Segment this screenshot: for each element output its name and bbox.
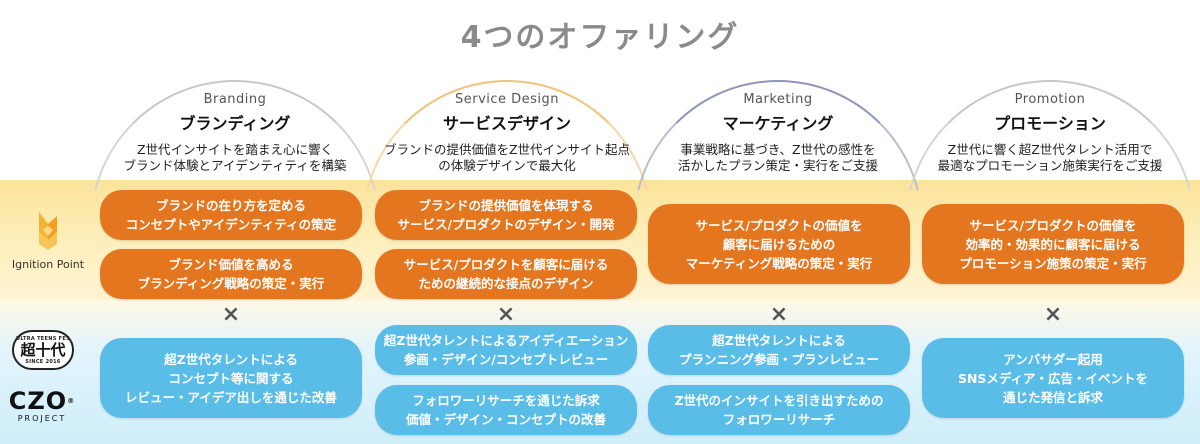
promotion-en-label: Promotion xyxy=(1014,92,1086,107)
page-title: 4つのオファリング xyxy=(460,20,740,55)
czo-project-logo: CZO® PROJECT xyxy=(8,387,76,423)
service-design-talent-2: フォロワーリサーチを通じた訴求 価値・デザイン・コンセプトの改善 xyxy=(375,385,637,435)
ignition-point-logo: Ignition Point xyxy=(6,210,90,271)
marketing-talent-1: 超Z世代タレントによる プランニング参画・プランレビュー xyxy=(648,325,910,375)
times-icon: × xyxy=(496,302,516,327)
times-icon: × xyxy=(1043,302,1063,327)
branding-en-label: Branding xyxy=(203,92,267,107)
marketing-offering-1: サービス/プロダクトの価値を 顧客に届けるための マーケティング戦略の策定・実行 xyxy=(648,204,910,284)
promotion-talent-1: アンバサダー起用 SNSメディア・広告・イベントを 通じた発信と訴求 xyxy=(922,338,1184,418)
flame-icon xyxy=(39,212,57,250)
cho-judai-logo: ULTRA TEENS FES 超十代 SINCE 2016 xyxy=(8,330,78,370)
branding-description: Z世代インサイトを踏まえ心に響く ブランド体験とアイデンティティを構築 xyxy=(123,142,347,173)
branding-ja-label: ブランディング xyxy=(179,114,291,133)
marketing-ja-label: マーケティング xyxy=(722,114,834,133)
marketing-header: Marketing マーケティング 事業戦略に基づき、Z世代の感性を 活かしたプ… xyxy=(633,92,923,174)
service-design-en-label: Service Design xyxy=(454,92,560,107)
branding-header: Branding ブランディング Z世代インサイトを踏まえ心に響く ブランド体験… xyxy=(90,92,380,174)
promotion-ja-label: プロモーション xyxy=(994,114,1106,133)
ignition-point-label: Ignition Point xyxy=(11,258,85,271)
marketing-talent-2: Z世代のインサイトを引き出すための フォロワーリサーチ xyxy=(648,385,910,435)
branding-talent-1: 超Z世代タレントによる コンセプト等に関する レビュー・アイデア出しを通じた改善 xyxy=(100,338,362,418)
branding-offering-2: ブランド価値を高める ブランディング戦略の策定・実行 xyxy=(100,249,362,299)
service-design-header: Service Design サービスデザイン ブランドの提供価値をZ世代インサ… xyxy=(362,92,652,174)
marketing-en-label: Marketing xyxy=(743,92,813,107)
promotion-header: Promotion プロモーション Z世代に響く超Z世代タレント活用で 最適なプ… xyxy=(905,92,1195,174)
service-design-description: ブランドの提供価値をZ世代インサイト起点 の体験デザインで最大化 xyxy=(383,142,631,173)
times-icon: × xyxy=(221,302,241,327)
service-design-offering-1: ブランドの提供価値を体現する サービス/プロダクトのデザイン・開発 xyxy=(375,190,637,240)
service-design-talent-1: 超Z世代タレントによるアイディエーション 参画・デザイン/コンセプトレビュー xyxy=(375,325,637,375)
times-icon: × xyxy=(769,302,789,327)
promotion-description: Z世代に響く超Z世代タレント活用で 最適なプロモーション施策実行をご支援 xyxy=(937,142,1163,173)
service-design-ja-label: サービスデザイン xyxy=(442,114,571,133)
branding-offering-1: ブランドの在り方を定める コンセプトやアイデンティティの策定 xyxy=(100,190,362,240)
marketing-description: 事業戦略に基づき、Z世代の感性を 活かしたプラン策定・実行をご支援 xyxy=(677,142,878,173)
service-design-offering-2: サービス/プロダクトを顧客に届ける ための継続的な接点のデザイン xyxy=(375,249,637,299)
promotion-offering-1: サービス/プロダクトの価値を 効率的・効果的に顧客に届ける プロモーション施策の… xyxy=(922,204,1184,284)
